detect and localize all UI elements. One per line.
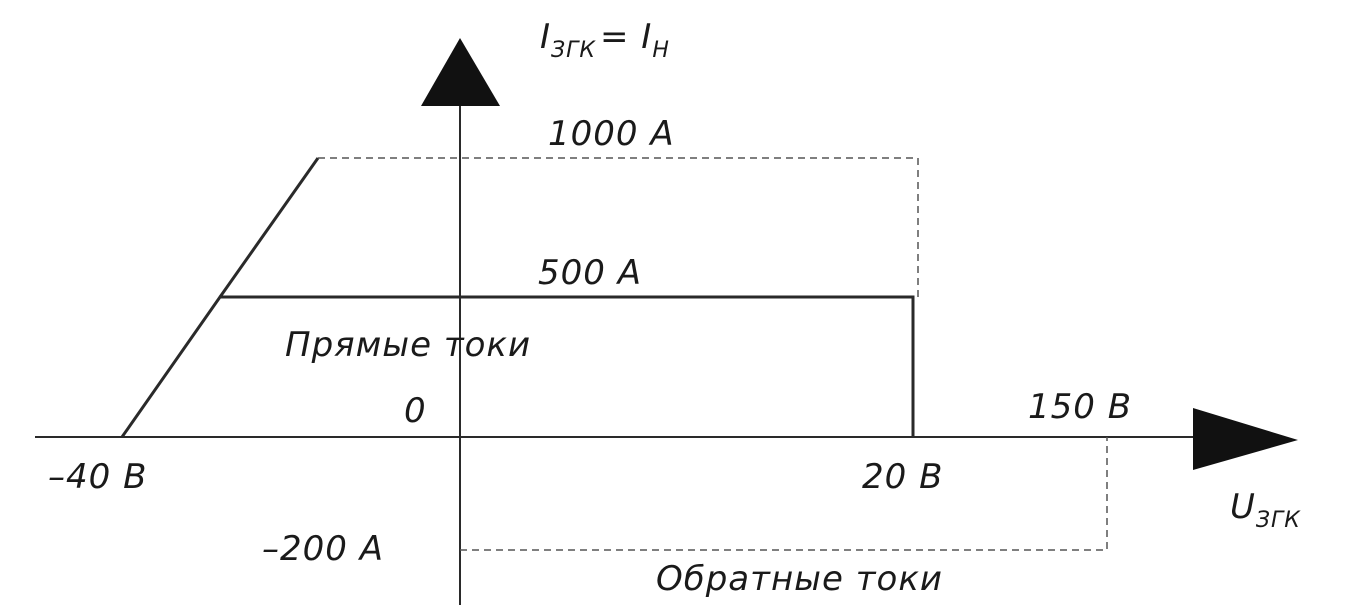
y-axis-label: IЗГК= IН — [540, 17, 670, 63]
forward-1000a-slope — [218, 157, 320, 298]
reverse-200a-boundary — [460, 437, 1108, 551]
x-axis-arrow — [1193, 408, 1298, 470]
forward-1000a-boundary — [318, 157, 919, 297]
current-minus200a-label: –200 A — [262, 529, 384, 569]
forward-currents-label: Прямые токи — [285, 325, 531, 365]
current-1000a-label: 1000 A — [548, 114, 675, 154]
x-axis-label: UЗГК — [1230, 487, 1301, 533]
current-500a-label: 500 A — [538, 253, 642, 293]
voltage-150v-label: 150 B — [1028, 387, 1132, 427]
forward-500a-boundary — [120, 295, 915, 438]
voltage-20v-label: 20 B — [862, 457, 943, 497]
y-axis-arrow — [421, 38, 500, 106]
reverse-currents-label: Обратные токи — [656, 559, 943, 599]
voltage-minus40v-label: –40 B — [48, 457, 147, 497]
origin-label: 0 — [404, 391, 427, 431]
